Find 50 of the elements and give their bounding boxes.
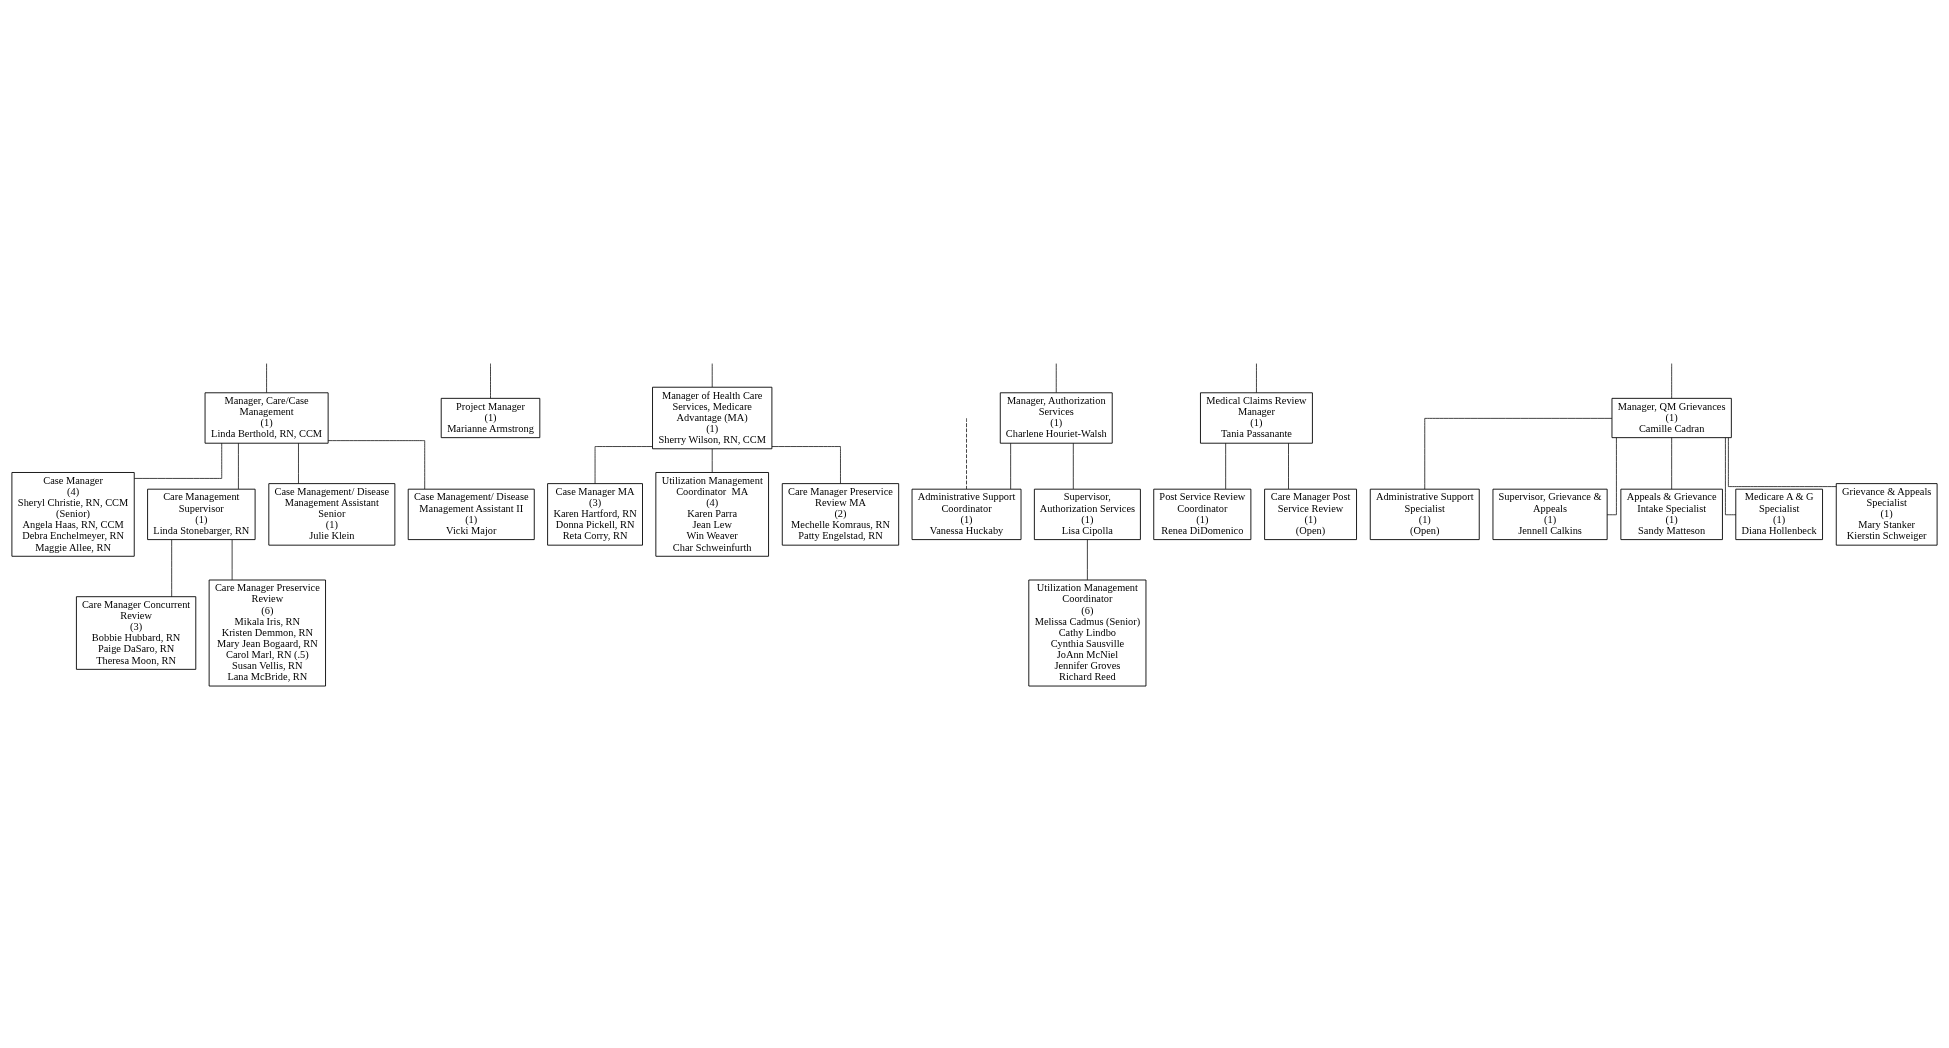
node-box: Manager, Authorization Services (1) Charlene Houriet-Walsh [999,391,1113,444]
connector [490,362,491,399]
connector [1606,436,1617,515]
connector [1256,362,1257,393]
connector [231,538,233,580]
node-box: Care Management Supervisor (1) Linda Stonebarger, RN [147,488,256,540]
node-box: Case Management/ Disease Management Assistant Senior (1) Julie Klein [268,482,396,546]
connector [771,445,841,484]
connector [298,442,299,484]
node-box: Manager of Health Care Services, Medicare Advantage (MA) (1) Sherry Wilson, RN, CCM [652,386,773,449]
node-box: Supervisor, Grievance & Appeals (1) Jennell Calkins [1492,488,1608,540]
connector [594,445,653,484]
connector [1725,436,1737,515]
connector [1010,442,1011,489]
node-box: Case Manager MA (3) Karen Hartford, RN Donna Pickell, RN Reta Corry, RN [547,482,643,546]
connector [327,439,426,489]
node-box: Manager, QM Grievances (1) Camille Cadran [1611,397,1732,438]
node-box: Administrative Support Coordinator (1) Vanessa Huckaby [911,488,1022,540]
connector [966,417,967,489]
node-box: Post Service Review Coordinator (1) Renea DiDomenico [1153,488,1252,540]
node-box: Appeals & Grievance Intake Specialist (1) Sandy Matteson [1620,488,1723,540]
node-box: Supervisor, Authorization Services (1) Lisa Cipolla [1033,488,1141,540]
connector [711,448,713,473]
connector [1424,417,1613,490]
connector [266,362,267,393]
connector [1728,436,1837,487]
connector [134,442,223,479]
connector [1671,362,1673,399]
connector [1087,538,1088,580]
node-box: Utilization Management Coordinator MA (4) Karen Parra Jean Lew Win Weaver Char Schweinfurth [655,471,769,557]
connector [1072,442,1074,489]
node-box: Care Manager Preservice Review MA (2) Mechelle Komraus, RN Patty Engelstad, RN [781,482,900,546]
connector [1225,442,1227,489]
connector [171,538,173,597]
node-box: Manager, Care/Case Management (1) Linda Berthold, RN, CCM [204,391,329,444]
connector [1671,436,1673,490]
connector [1288,442,1289,489]
node-box: Administrative Support Specialist (1) (Open) [1369,488,1480,540]
node-box: Grievance & Appeals Specialist (1) Mary Stanker Kierstin Schweiger [1835,482,1938,546]
node-box: Care Manager Concurrent Review (3) Bobbie Hubbard, RN Paige DaSaro, RN Theresa Moon, RN [75,595,197,670]
node-box: Medical Claims Review Manager (1) Tania Passanante [1200,391,1313,444]
node-box: Care Manager Preservice Review (6) Mikala Iris, RN Kristen Demmon, RN Mary Jean Bogaard, RN Carol Marl, RN (.5) Susan Vellis, RN Lana McBride, RN [208,579,326,686]
node-box: Project Manager (1) Marianne Armstrong [440,397,541,438]
node-box: Care Manager Post Service Review (1) (Open) [1264,488,1357,540]
node-box: Case Manager (4) Sheryl Christie, RN, CCM (Senior) Angela Haas, RN, CCM Debra Enchelmeyer, RN Maggie Allee, RN [11,471,135,557]
node-box: Medicare A & G Specialist (1) Diana Hollenbeck [1735,488,1823,540]
connector [238,442,239,489]
node-box: Utilization Management Coordinator (6) Melissa Cadmus (Senior) Cathy Lindbo Cynthia Sausville JoAnn McNiel Jennifer Groves Richard Reed [1028,579,1147,686]
node-box: Case Management/ Disease Management Assistant II (1) Vicki Major [407,488,535,540]
connector [1055,362,1057,393]
